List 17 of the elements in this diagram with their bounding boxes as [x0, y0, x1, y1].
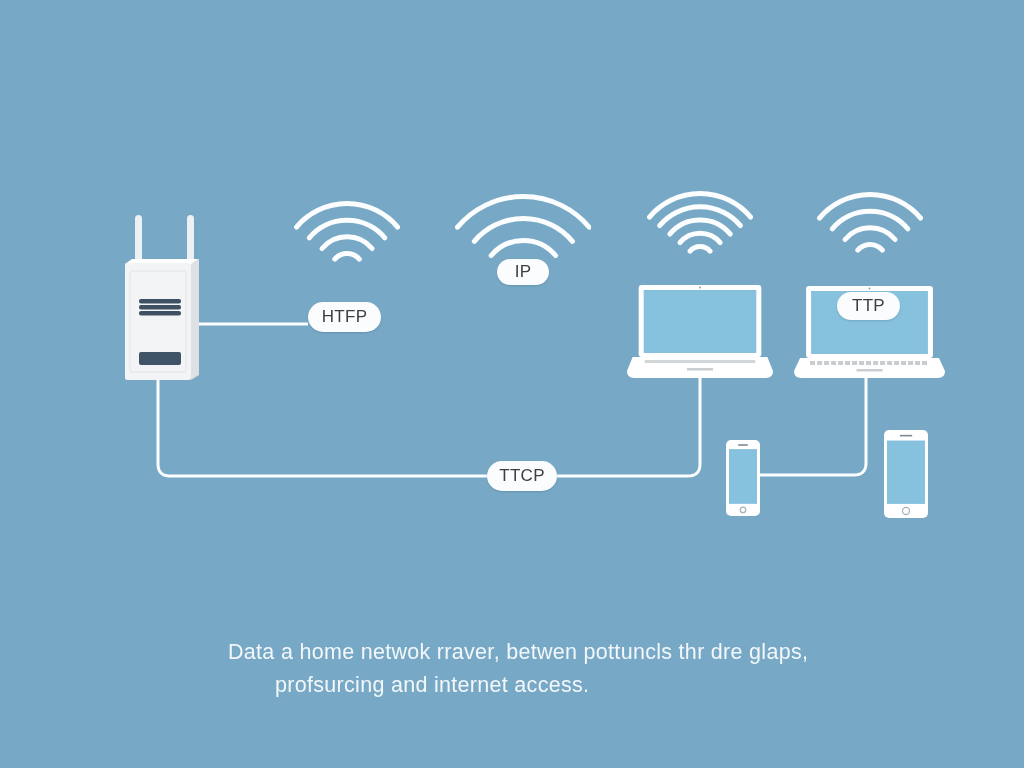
protocol-label: TTCP [499, 466, 545, 486]
connector-line [760, 378, 868, 477]
smartphone-drawing [884, 430, 928, 518]
connector-line [199, 322, 308, 326]
connector-line [156, 380, 487, 478]
protocol-pill [487, 461, 557, 491]
protocol-pill [497, 259, 549, 285]
laptop-drawing [627, 285, 773, 378]
smartphone-drawing [726, 440, 760, 516]
caption-text: Data a home netwok rraver, betwen pottuncls thr dre glaps, profsurcing and internet access. [228, 639, 810, 699]
protocol-label: TTP [852, 296, 885, 316]
protocol-label: HTFP [321, 307, 368, 327]
router-drawing [125, 213, 199, 380]
protocol-pill [308, 302, 381, 332]
protocol-pill [837, 292, 900, 320]
protocol-label: IP [514, 262, 532, 282]
connector-line [557, 378, 702, 478]
